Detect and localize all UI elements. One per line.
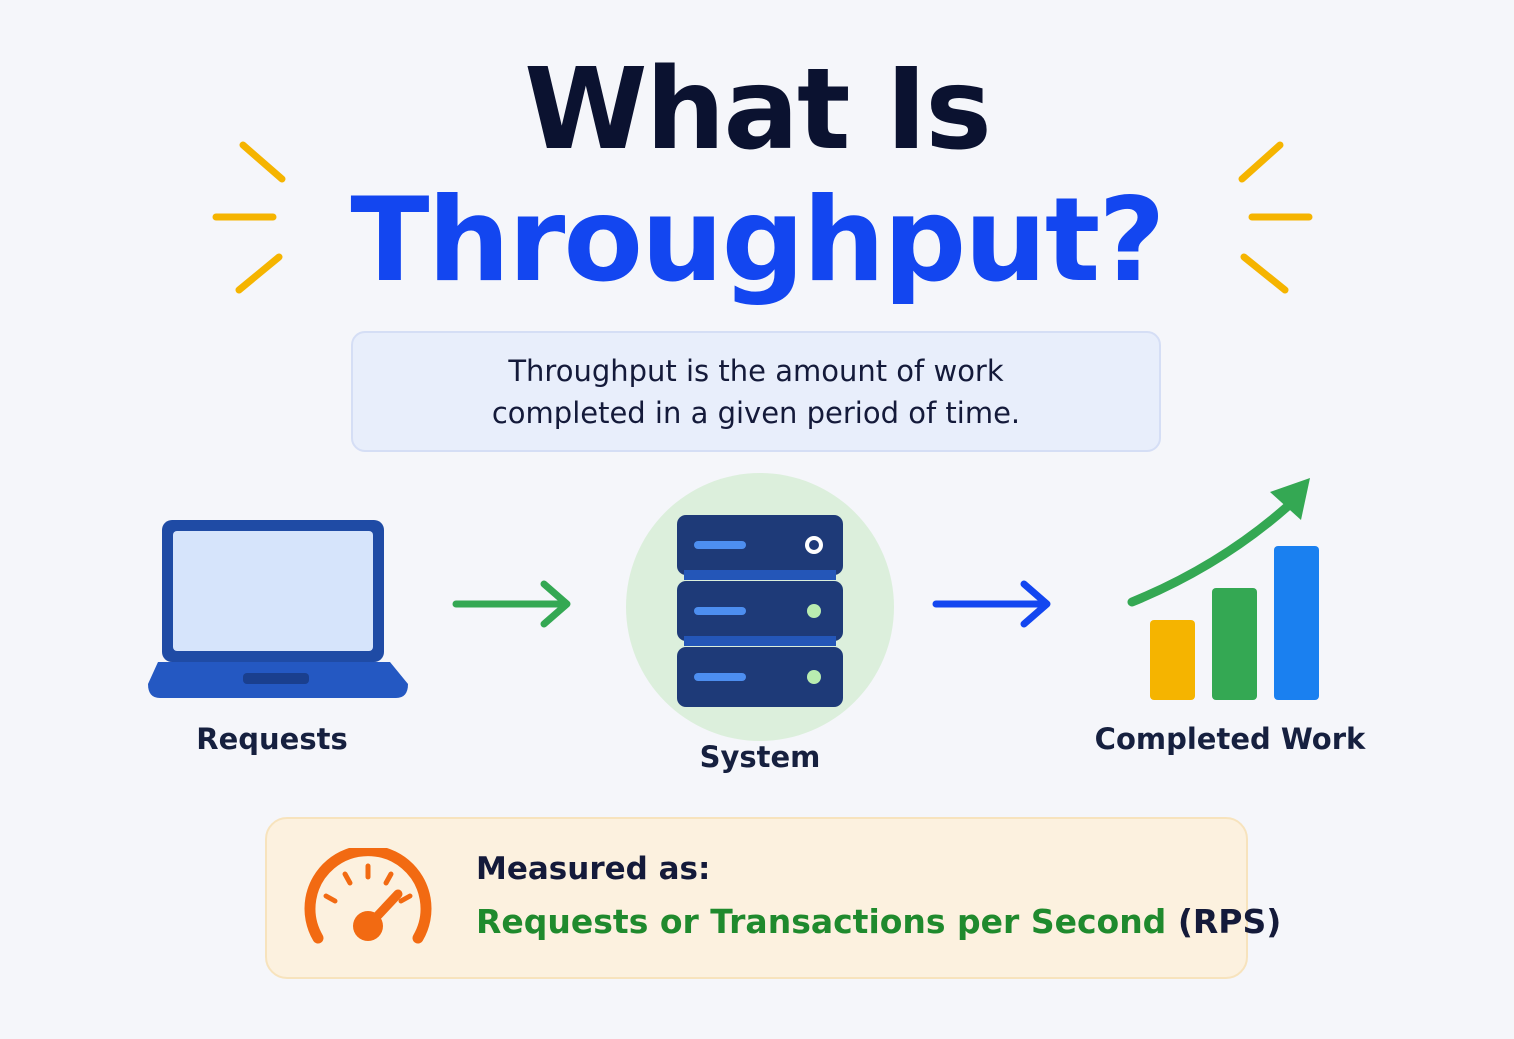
definition-line-2: completed in a given period of time.: [491, 395, 1021, 430]
laptop-icon: [148, 520, 408, 698]
arrow-right-icon: [452, 580, 571, 628]
definition-line-1: Throughput is the amount of work: [508, 353, 1004, 388]
definition-box: Throughput is the amount of work complet…: [351, 331, 1161, 452]
speedometer-icon: [304, 848, 432, 944]
system-label: System: [699, 740, 821, 774]
measure-value-main: Requests or Transactions per Second: [476, 902, 1167, 941]
left-sparkle-icon: [212, 141, 286, 294]
requests-label: Requests: [196, 722, 348, 756]
growth-chart-icon: [1127, 478, 1319, 700]
measure-value: Requests or Transactions per Second (RPS…: [476, 902, 1281, 941]
arrow-right-icon: [932, 580, 1051, 628]
measure-heading: Measured as:: [476, 851, 711, 887]
server-icon: [626, 473, 894, 741]
measure-value-suffix: (RPS): [1177, 902, 1282, 941]
title-line-2: Throughput?: [350, 173, 1165, 308]
title-line-1: What Is: [524, 45, 992, 175]
completed-work-label: Completed Work: [1094, 722, 1366, 756]
right-sparkle-icon: [1238, 141, 1313, 294]
